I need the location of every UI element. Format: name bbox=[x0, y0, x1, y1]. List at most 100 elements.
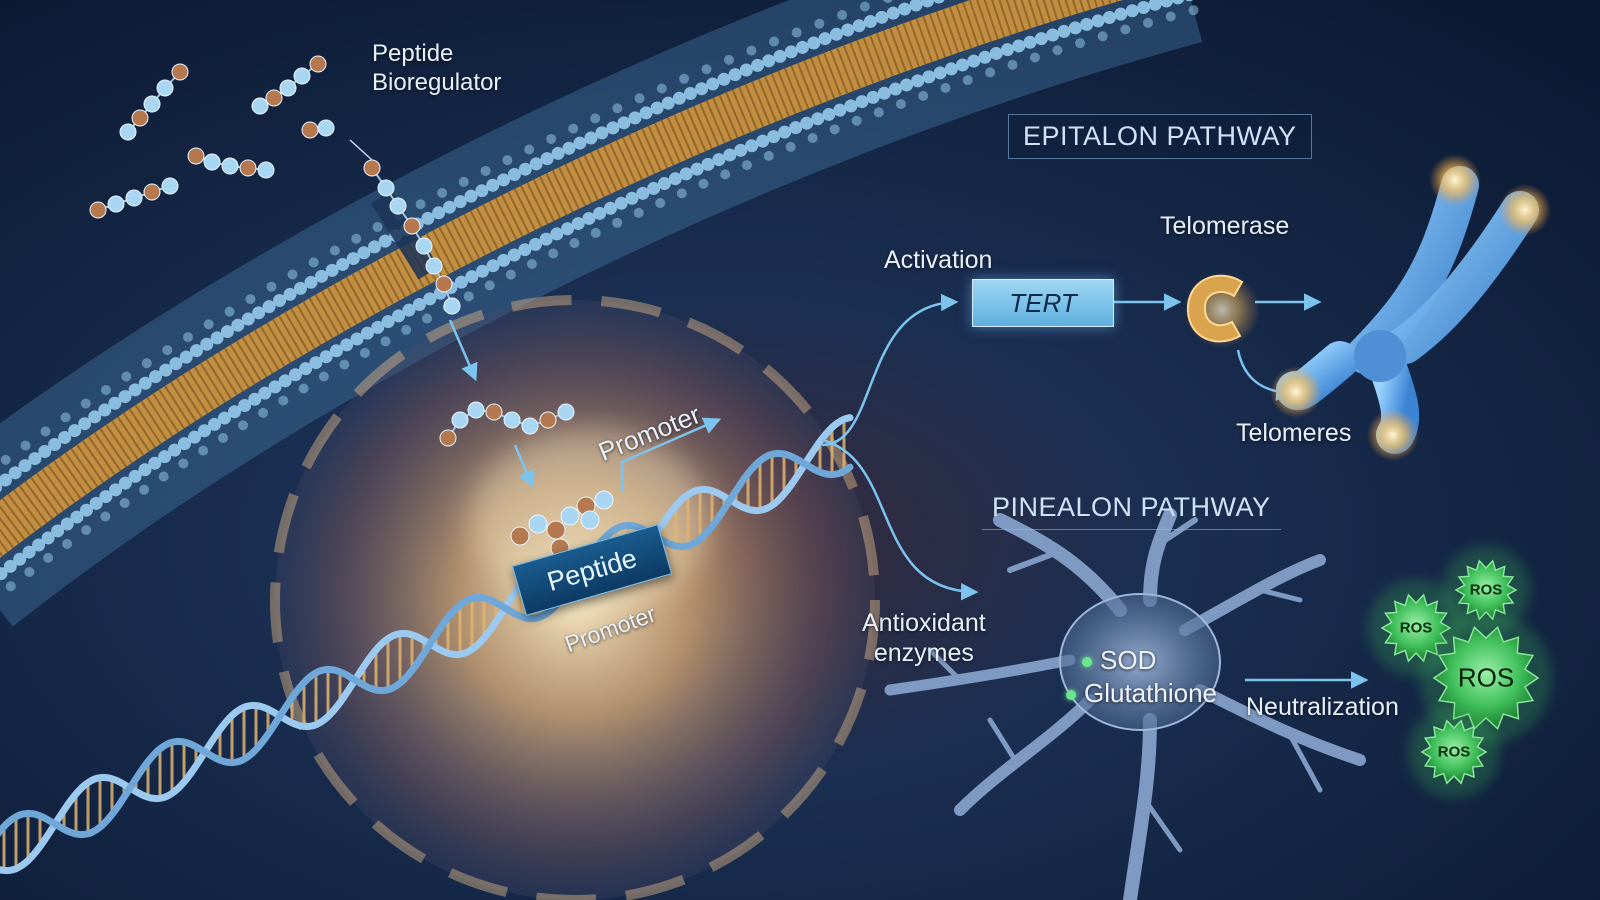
membrane-bead bbox=[453, 195, 467, 209]
amino-acid-bead bbox=[557, 403, 575, 421]
amino-acid-bead bbox=[594, 490, 614, 510]
membrane-bead bbox=[717, 72, 731, 86]
membrane-bead bbox=[888, 82, 902, 96]
membrane-bead bbox=[911, 74, 925, 88]
label-telomerase: Telomerase bbox=[1160, 212, 1290, 240]
amino-acid-bead bbox=[389, 197, 407, 215]
amino-acid-bead bbox=[293, 67, 311, 85]
membrane-bead bbox=[432, 206, 446, 220]
membrane-bead bbox=[381, 315, 395, 329]
tert-box: TERT bbox=[972, 279, 1114, 327]
amino-acid-bead bbox=[443, 297, 461, 315]
membrane-bead bbox=[464, 189, 478, 203]
membrane-bead bbox=[720, 169, 731, 180]
amino-acid-bead bbox=[161, 177, 179, 195]
telomere-glow bbox=[1367, 409, 1419, 461]
membrane-bead bbox=[22, 545, 36, 559]
membrane-bead bbox=[920, 0, 934, 8]
membrane-bead bbox=[603, 201, 617, 215]
membrane-bead bbox=[584, 131, 598, 145]
amino-acid-bead bbox=[131, 109, 149, 127]
membrane-bead bbox=[1185, 0, 1194, 2]
arrow-activation bbox=[821, 293, 959, 447]
membrane-bead bbox=[606, 121, 620, 135]
membrane-bead bbox=[933, 66, 947, 80]
membrane-bead bbox=[701, 157, 715, 171]
membrane-bead bbox=[437, 187, 448, 198]
membrane-bead bbox=[551, 146, 565, 160]
membrane-bead bbox=[162, 345, 173, 356]
amino-acid-bead bbox=[510, 526, 530, 546]
membrane-bead bbox=[767, 130, 781, 144]
membrane-bead bbox=[734, 143, 748, 157]
membrane-bead bbox=[505, 269, 516, 280]
membrane-bead bbox=[844, 99, 858, 113]
amino-acid-bead bbox=[171, 63, 189, 81]
membrane-bead bbox=[98, 403, 112, 417]
sod-text: SOD bbox=[1100, 645, 1157, 675]
membrane-bead bbox=[51, 524, 65, 538]
membrane-bead bbox=[636, 186, 650, 200]
membrane-bead bbox=[568, 123, 579, 134]
membrane-bead bbox=[593, 206, 607, 220]
membrane-bead bbox=[778, 125, 792, 139]
membrane-bead bbox=[656, 83, 667, 94]
membrane-bead bbox=[769, 36, 780, 47]
amino-acid-bead bbox=[239, 159, 257, 177]
membrane-bead bbox=[539, 232, 553, 246]
ros-particle bbox=[1454, 559, 1518, 621]
membrane-bead bbox=[1000, 43, 1014, 57]
membrane-bead bbox=[177, 437, 191, 451]
glutathione-text: Glutathione bbox=[1084, 678, 1217, 708]
amino-acid-bead bbox=[119, 123, 137, 141]
membrane-bead bbox=[325, 263, 339, 277]
membrane-bead bbox=[672, 91, 686, 105]
membrane-bead bbox=[241, 312, 255, 326]
membrane-bead bbox=[48, 437, 62, 451]
membrane-bead bbox=[886, 6, 900, 20]
membrane-bead bbox=[745, 139, 759, 153]
membrane-bead bbox=[940, 82, 951, 93]
membrane-bead bbox=[350, 332, 364, 346]
membrane-bead bbox=[18, 459, 32, 473]
membrane-bead bbox=[829, 124, 840, 135]
membrane-bead bbox=[676, 188, 687, 199]
membrane-bead bbox=[0, 454, 11, 465]
membrane-bead bbox=[728, 68, 742, 82]
amino-acid-bead bbox=[203, 153, 221, 171]
membrane-bead bbox=[791, 27, 802, 38]
membrane-bead bbox=[852, 19, 866, 33]
chromosome bbox=[1270, 154, 1551, 461]
membrane-bead bbox=[883, 0, 893, 4]
telomere-glow bbox=[1499, 184, 1551, 236]
amino-acid-bead bbox=[265, 89, 283, 107]
membrane-bead bbox=[231, 318, 245, 332]
amino-acid-bead bbox=[425, 257, 443, 275]
membrane-bead bbox=[298, 383, 309, 394]
amino-acid-bead bbox=[257, 161, 275, 179]
membrane-bead bbox=[818, 32, 832, 46]
membrane-bead bbox=[60, 412, 71, 423]
label-antioxidant-enzymes: Antioxidant enzymes bbox=[862, 609, 986, 667]
membrane-bead bbox=[32, 538, 46, 552]
amino-acid-bead bbox=[485, 403, 503, 421]
membrane-bead bbox=[43, 552, 54, 563]
membrane-bead bbox=[421, 211, 435, 225]
membrane-bead bbox=[756, 134, 770, 148]
membrane-bead bbox=[1097, 31, 1108, 42]
membrane-bead bbox=[1068, 21, 1082, 35]
amino-acid-bead bbox=[89, 201, 107, 219]
membrane-bead bbox=[138, 463, 152, 477]
membrane-bead bbox=[38, 444, 52, 458]
membrane-bead bbox=[712, 153, 726, 167]
amino-acid-bead bbox=[309, 55, 327, 73]
membrane-bead bbox=[900, 78, 914, 92]
amino-acid-bead bbox=[403, 217, 421, 235]
membrane-bead bbox=[118, 476, 132, 490]
membrane-bead bbox=[378, 234, 392, 248]
membrane-bead bbox=[933, 0, 945, 4]
membrane-bead bbox=[590, 227, 601, 238]
membrane-bead bbox=[203, 319, 214, 330]
membrane-bead bbox=[288, 368, 302, 382]
